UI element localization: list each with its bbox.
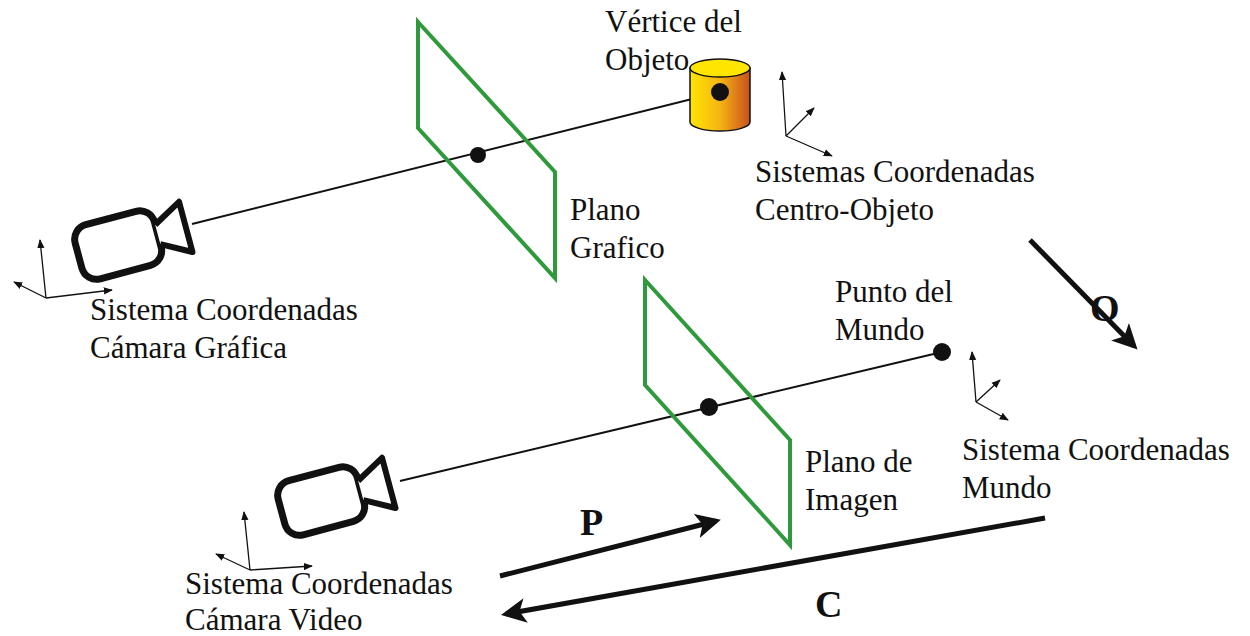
coordinate-system-label: Sistema Coordenadas Cámara Gráfica xyxy=(90,291,380,367)
video-camera-axes xyxy=(216,512,312,570)
projected-point xyxy=(470,147,486,163)
graphic-camera-axes xyxy=(14,240,112,298)
camera-lens xyxy=(354,458,395,516)
object-cylinder xyxy=(690,59,750,131)
coordinate-system-label: Sistemas Coordenadas Centro-Objeto xyxy=(755,153,1055,229)
object-vertex xyxy=(711,83,729,101)
vertex-label: Vértice del Objeto xyxy=(605,3,770,79)
transform-arrow-p xyxy=(500,521,716,576)
camera-body xyxy=(71,207,165,282)
image-plane xyxy=(645,280,790,545)
transform-letter: C xyxy=(815,584,855,624)
object-axes xyxy=(782,72,832,156)
plane-label: Plano de Imagen xyxy=(805,443,940,519)
transform-letter: O xyxy=(1090,288,1130,328)
camera-lens xyxy=(151,202,192,260)
transform-letter: P xyxy=(580,502,620,542)
coordinate-system-label: Sistema Coordenadas Mundo xyxy=(962,431,1244,507)
plane-label: Plano Grafico xyxy=(570,191,685,267)
graphic-plane xyxy=(418,22,555,278)
graphic-camera xyxy=(71,200,193,283)
point-label: Punto del Mundo xyxy=(835,273,990,349)
world-axes xyxy=(972,352,1008,420)
image-point xyxy=(700,398,718,416)
camera-body xyxy=(274,463,368,538)
transform-arrow-o xyxy=(1030,240,1134,346)
projection-ray xyxy=(192,92,720,224)
video-camera xyxy=(274,456,396,539)
world-point xyxy=(933,343,951,361)
coordinate-system-label: Sistema Coordenadas Cámara Video xyxy=(185,566,475,636)
